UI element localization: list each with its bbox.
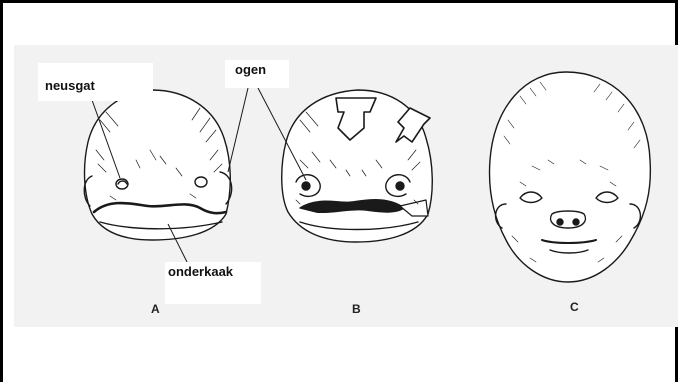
- embryo-head-a: [84, 90, 231, 240]
- panel-label-c: C: [570, 300, 579, 314]
- nostril-label: neusgat: [38, 63, 153, 101]
- embryo-head-b: [282, 90, 433, 242]
- lower-jaw-label: onderkaak: [165, 262, 261, 304]
- eyes-label: ogen: [225, 60, 289, 88]
- panel-label-a: A: [151, 302, 160, 316]
- panel-label-b: B: [352, 302, 361, 316]
